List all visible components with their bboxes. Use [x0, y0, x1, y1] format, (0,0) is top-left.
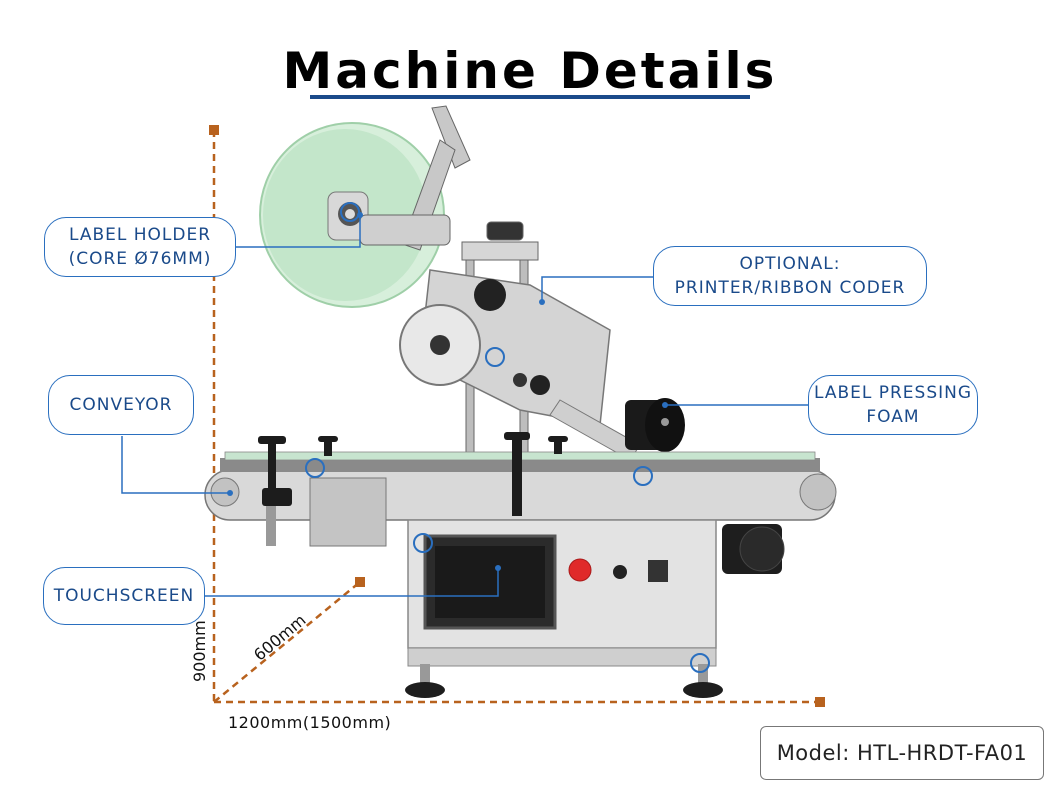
dimension-lines: [212, 130, 820, 704]
callout-label-holder: LABEL HOLDER (CORE Ø76MM): [44, 217, 236, 277]
callout-optional-line1: OPTIONAL:: [739, 254, 841, 274]
dimension-endpoints: [209, 125, 825, 707]
leader-touchscreen: [205, 568, 499, 597]
labeling-head: [399, 269, 641, 461]
guide-rail-knobs: [258, 432, 568, 546]
callout-label-holder-line1: LABEL HOLDER: [68, 225, 212, 245]
leader-optional: [541, 276, 653, 302]
callout-conveyor-line1: CONVEYOR: [69, 395, 173, 415]
conveyor-motor: [722, 524, 785, 574]
model-label: Model: HTL-HRDT-FA01: [760, 726, 1044, 780]
callout-conveyor: CONVEYOR: [48, 375, 194, 435]
callout-optional-line2: PRINTER/RIBBON CODER: [674, 278, 906, 298]
callout-label-pressing-line1: LABEL PRESSING: [813, 383, 973, 403]
title-underline: [310, 95, 750, 99]
brand-logo-icons: [305, 202, 710, 673]
base-cabinet: [407, 519, 717, 667]
callout-optional-coder: OPTIONAL: PRINTER/RIBBON CODER: [653, 246, 927, 306]
adjustable-feet: [405, 664, 723, 698]
callout-label-pressing-line2: FOAM: [866, 407, 920, 427]
reel-arm: [359, 105, 471, 251]
leader-lines: [121, 215, 808, 597]
page-title: Machine Details: [282, 42, 778, 100]
callout-touchscreen: TOUCHSCREEN: [43, 567, 205, 625]
dimension-height-label: 900mm: [190, 620, 209, 682]
electrical-box: [309, 477, 387, 547]
leader-label-holder: [235, 215, 361, 248]
depth-dimension-line: [213, 581, 361, 703]
label-reel: [259, 122, 445, 308]
callout-label-holder-line2: (CORE Ø76MM): [68, 249, 212, 269]
leader-conveyor: [121, 436, 230, 494]
pressing-foam-roller: [625, 398, 685, 452]
callout-touchscreen-line1: TOUCHSCREEN: [53, 586, 195, 606]
dimension-width-label: 1200mm(1500mm): [228, 713, 392, 732]
callout-label-pressing-foam: LABEL PRESSING FOAM: [808, 375, 978, 435]
